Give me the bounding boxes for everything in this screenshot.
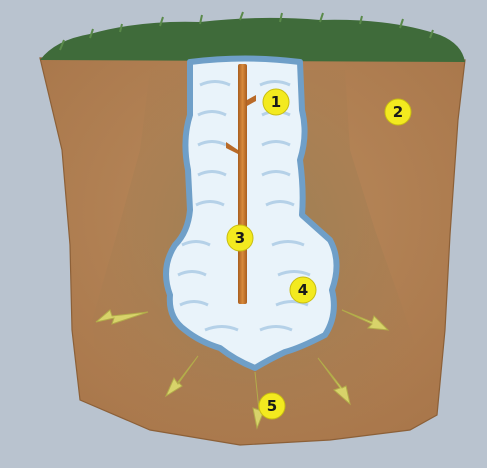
water-texture (177, 80, 311, 332)
marker-3: 3 (226, 224, 254, 252)
marker-2: 2 (384, 98, 412, 126)
grass-layer (40, 17, 465, 62)
marker-4-label: 4 (298, 281, 308, 299)
arrow-lower-left (164, 355, 199, 398)
arrow-right-up (341, 309, 390, 331)
marker-3-label: 3 (235, 229, 245, 247)
marker-5: 5 (258, 392, 286, 420)
marker-1-label: 1 (271, 93, 281, 111)
marker-1: 1 (262, 88, 290, 116)
marker-4: 4 (289, 276, 317, 304)
marker-5-label: 5 (267, 397, 277, 415)
arrow-lower-right (317, 357, 351, 406)
arrow-left-up (95, 309, 149, 325)
marker-2-label: 2 (393, 103, 403, 121)
grass-texture (59, 11, 434, 51)
